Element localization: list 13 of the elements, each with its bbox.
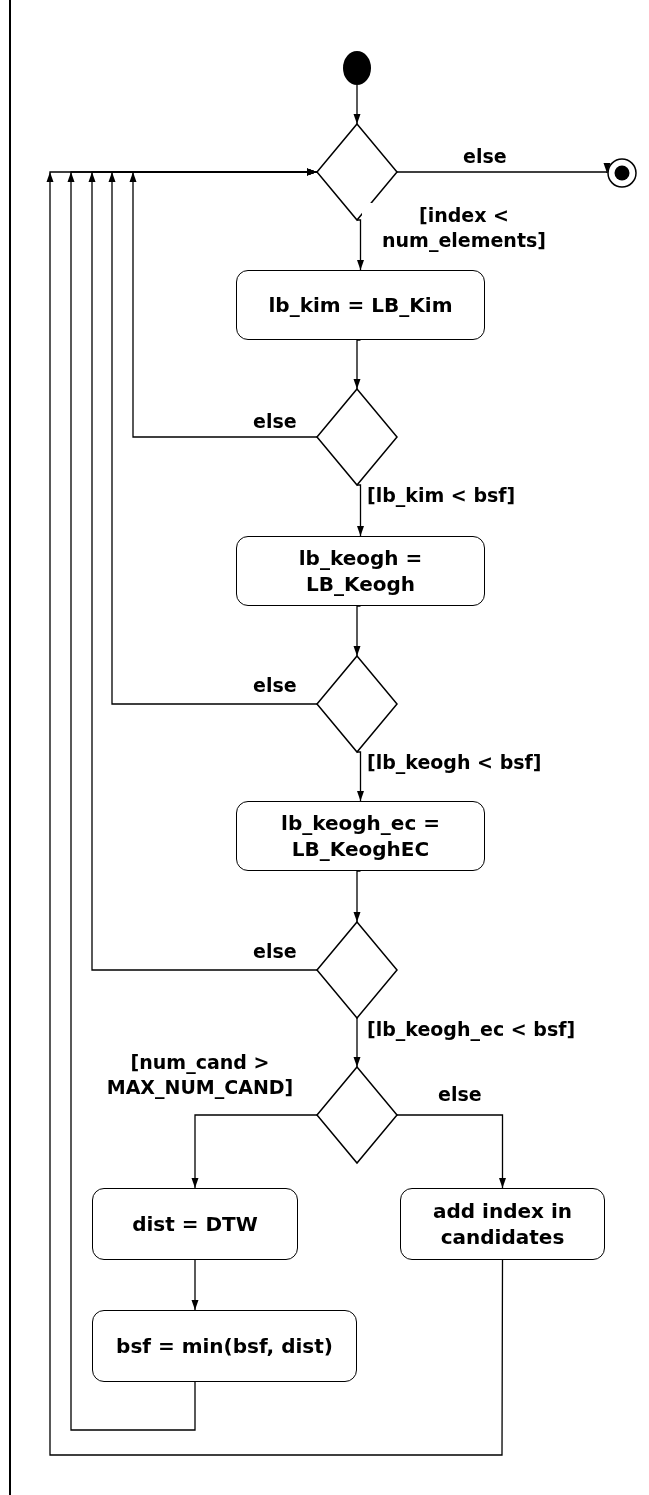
decision-diamond bbox=[317, 124, 397, 220]
decision-diamond bbox=[317, 922, 397, 1018]
start-node bbox=[343, 51, 371, 85]
decision-diamond bbox=[317, 656, 397, 752]
decision-diamond bbox=[317, 389, 397, 485]
action-box: lb_keogh = LB_Keogh bbox=[236, 536, 485, 606]
action-box: add index in candidates bbox=[400, 1188, 605, 1260]
action-box: lb_kim = LB_Kim bbox=[236, 270, 485, 340]
action-box: dist = DTW bbox=[92, 1188, 298, 1260]
action-box: bsf = min(bsf, dist) bbox=[92, 1310, 357, 1382]
end-node bbox=[607, 158, 637, 188]
action-box: lb_keogh_ec = LB_KeoghEC bbox=[236, 801, 485, 871]
decision-diamond bbox=[317, 1067, 397, 1163]
